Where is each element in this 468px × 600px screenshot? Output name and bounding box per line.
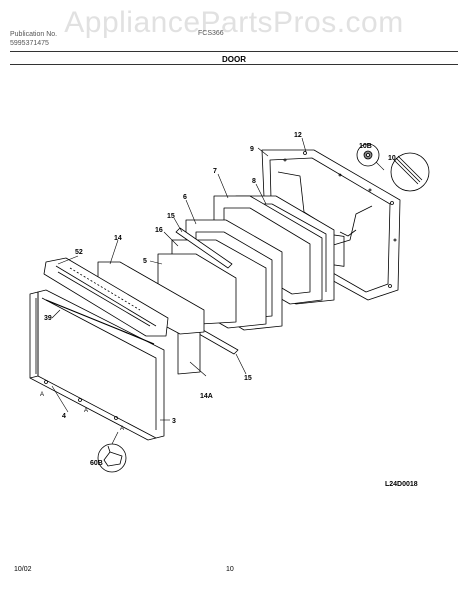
callout-5: 5 (143, 258, 147, 265)
callout-14a: 14A (200, 393, 213, 400)
publication-label: Publication No. (10, 31, 58, 38)
callout-14: 14 (114, 235, 122, 242)
callout-4: 4 (62, 413, 66, 420)
callout-52: 52 (75, 249, 83, 256)
glass-bracket-top (175, 227, 233, 269)
footer-date: 10/02 (14, 566, 32, 573)
screw-10b (356, 143, 380, 167)
model-number: FCS366 (198, 30, 224, 37)
callout-15-top: 15 (167, 213, 175, 220)
screw-60b (97, 443, 127, 473)
callout-60b: 60B (90, 460, 103, 467)
callout-15-bottom: 15 (244, 375, 252, 382)
outer-door-panel (29, 289, 165, 441)
callout-10: 10 (388, 155, 396, 162)
callout-16: 16 (155, 227, 163, 234)
publication-number: 5995371475 (10, 40, 49, 47)
callout-3: 3 (172, 418, 176, 425)
section-title: DOOR (222, 55, 246, 64)
callout-9: 9 (250, 146, 254, 153)
footer-page-number: 10 (226, 566, 234, 573)
header-rule-bottom (10, 64, 458, 65)
callout-a-right: A (120, 426, 124, 432)
callout-a-left: A (40, 392, 44, 398)
callout-8: 8 (252, 178, 256, 185)
header-rule-top (10, 51, 458, 52)
callout-7: 7 (213, 168, 217, 175)
callout-10b: 10B (359, 143, 372, 150)
leader-lines (51, 137, 385, 445)
callout-12: 12 (294, 132, 302, 139)
callout-6: 6 (183, 194, 187, 201)
callout-a-middle: A (84, 408, 88, 414)
screw-10 (390, 152, 430, 192)
publication-info: Publication No. 5995371475 (10, 30, 57, 48)
diagram-code: L24D0018 (385, 481, 418, 488)
door-handle-trim (43, 257, 169, 337)
callout-39: 39 (44, 315, 52, 322)
